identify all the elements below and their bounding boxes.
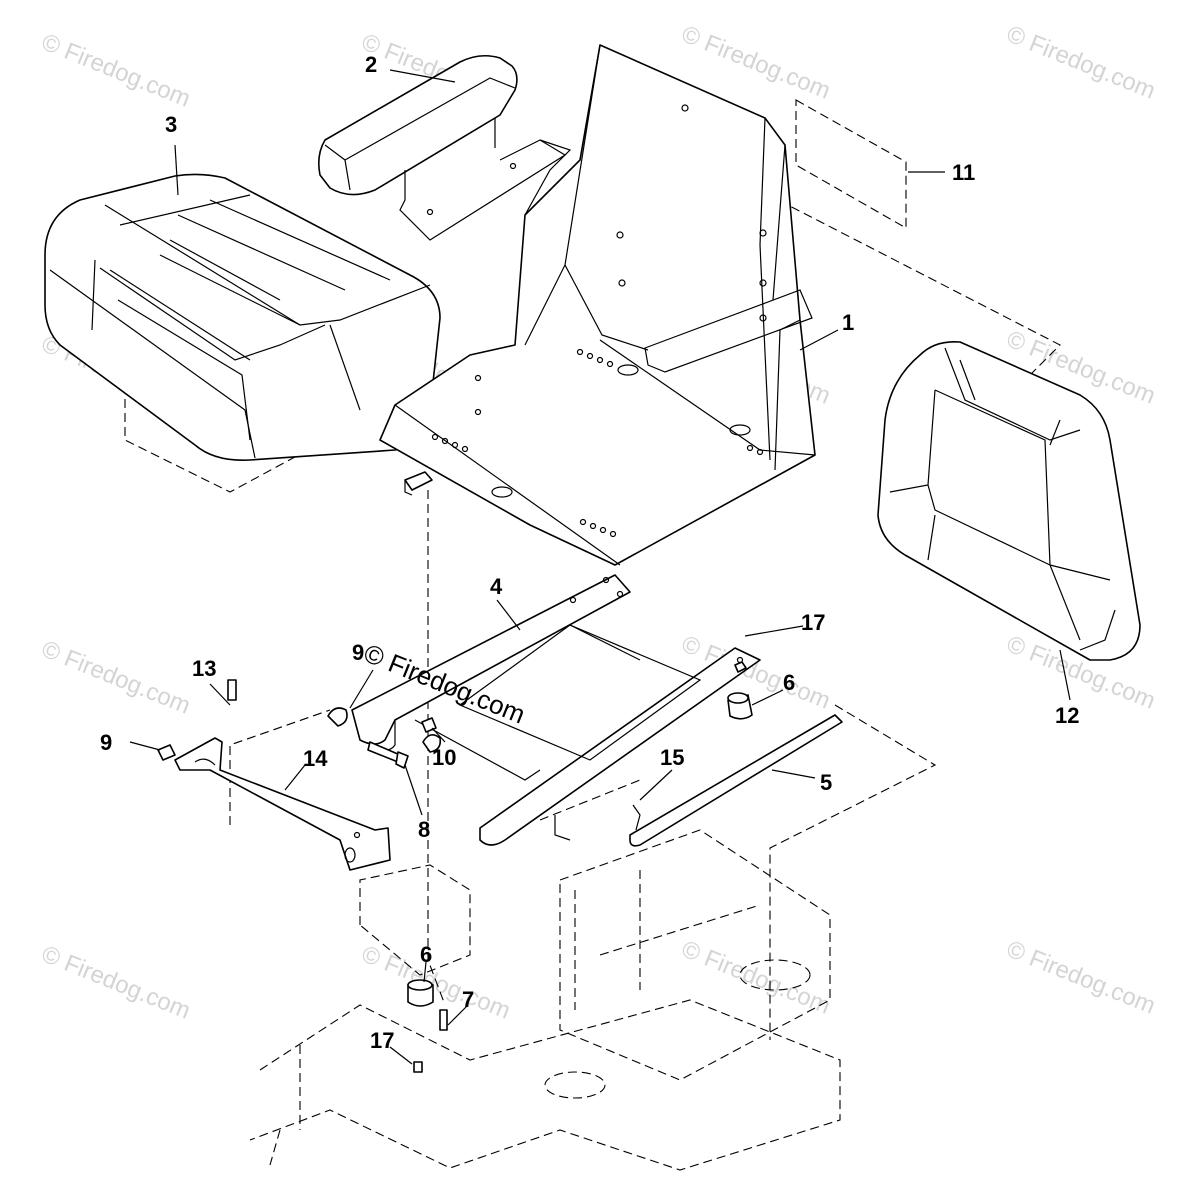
- callout-3: 3: [165, 112, 177, 137]
- callout-17-upper: 17: [801, 610, 825, 635]
- callout-17-lower: 17: [370, 1028, 394, 1053]
- seat-pan: [379, 44, 816, 566]
- callout-1: 1: [842, 310, 854, 335]
- watermark-text: © Firedog.com: [678, 936, 834, 1020]
- bolt: [367, 741, 409, 769]
- watermark-text: © Firedog.com: [358, 941, 514, 1025]
- watermark-text: © Firedog.com: [38, 941, 194, 1025]
- seat-cushion: [44, 173, 441, 462]
- callout-13: 13: [192, 656, 216, 681]
- callout-4: 4: [490, 574, 503, 599]
- callout-6-lower: 6: [420, 942, 432, 967]
- watermark-text: © Firedog.com: [1003, 21, 1159, 105]
- callout-5: 5: [820, 770, 832, 795]
- callout-8: 8: [418, 817, 430, 842]
- callout-10: 10: [432, 745, 456, 770]
- leader-lines: [129, 69, 1071, 1065]
- callout-7: 7: [462, 987, 474, 1012]
- callout-9-upper: 9: [352, 640, 364, 665]
- callout-6-upper: 6: [783, 670, 795, 695]
- callout-2: 2: [365, 52, 377, 77]
- callout-14: 14: [303, 746, 328, 771]
- watermark-text: © Firedog.com: [38, 29, 194, 113]
- callout-12: 12: [1055, 703, 1079, 728]
- seat-back-cushion: [877, 340, 1141, 661]
- bracket: [174, 737, 391, 871]
- latch-rod: [629, 714, 843, 847]
- callout-15: 15: [660, 745, 684, 770]
- watermark-text: © Firedog.com: [38, 636, 194, 720]
- hardware: [157, 679, 448, 1073]
- seat-rail-frame: [327, 574, 761, 846]
- callout-labels: 2 3 11 1 4 17 9 13 6 12 9 14 10 15 5 8 6…: [100, 52, 1079, 1053]
- callout-9-lower: 9: [100, 730, 112, 755]
- callout-11: 11: [952, 160, 975, 185]
- watermark-text: © Firedog.com: [1003, 936, 1159, 1020]
